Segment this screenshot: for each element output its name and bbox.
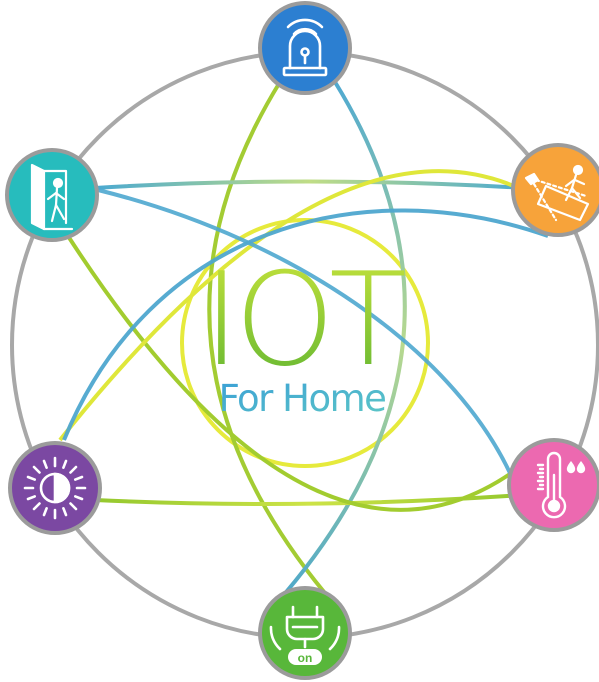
door-icon xyxy=(30,163,74,231)
lens-vertical-blue xyxy=(273,80,407,607)
device-alarm-badge[interactable] xyxy=(258,1,352,95)
device-door-badge[interactable] xyxy=(5,148,99,242)
motion-sensor-icon xyxy=(524,164,590,222)
inner-ring xyxy=(180,218,430,468)
lens-arc-yellow-right xyxy=(58,169,524,442)
lens-horizontal-blue-top xyxy=(94,179,526,190)
device-brightness-badge[interactable] xyxy=(8,441,102,535)
plug-on-label: on xyxy=(298,651,313,665)
title-subtitle: For Home xyxy=(219,377,386,420)
plug-icon xyxy=(269,605,341,665)
device-motion-sensor-badge[interactable] xyxy=(511,143,599,237)
device-smart-plug-badge[interactable]: on xyxy=(258,586,352,680)
alarm-icon xyxy=(282,18,328,77)
title-iot: IOT xyxy=(203,246,406,395)
device-temperature-badge[interactable] xyxy=(507,438,599,532)
thermometer-icon xyxy=(536,451,586,519)
lens-vertical-green xyxy=(207,80,337,607)
lens-diagonal-door-thermo xyxy=(66,234,545,512)
lens-door-to-thermo-blue-visible xyxy=(97,188,522,498)
lens-brightness-motion-blue-true xyxy=(62,208,549,441)
brightness-icon xyxy=(23,456,87,520)
